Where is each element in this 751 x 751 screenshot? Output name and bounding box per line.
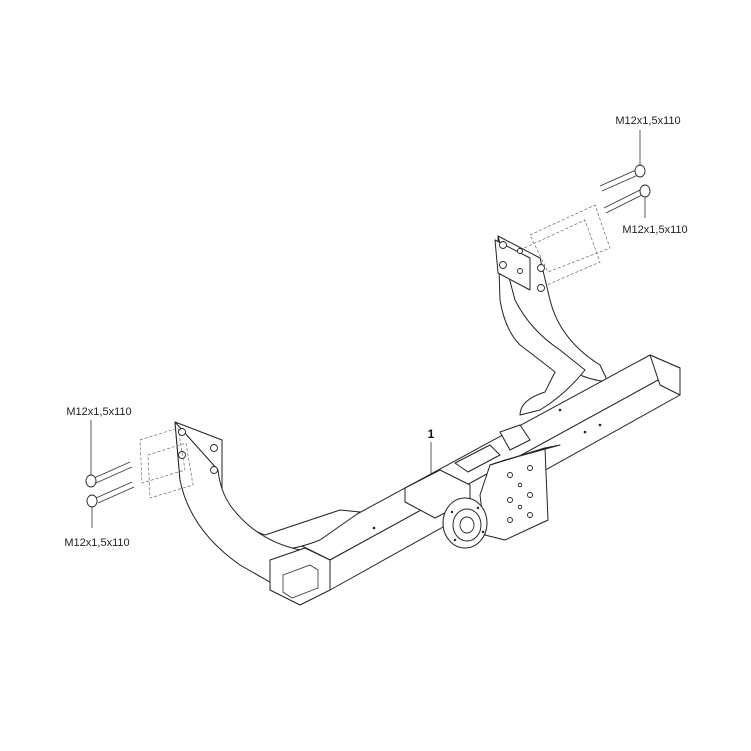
bolt-spec-top-upper: M12x1,5x110 <box>615 115 680 127</box>
left-mounting-plane <box>139 427 186 484</box>
left-bolt-assembly <box>85 420 194 528</box>
cross-bar-right-end <box>649 354 681 396</box>
hitch-plate <box>442 444 561 549</box>
bolt-left-lower <box>86 481 135 528</box>
coupling-flange <box>442 497 488 549</box>
bolt-spec-top-lower: M12x1,5x110 <box>622 224 687 236</box>
right-mounting-plane <box>529 204 611 273</box>
part-number-label: 1 <box>428 427 435 441</box>
bolt-spec-left-lower: M12x1,5x110 <box>64 537 129 549</box>
left-tube-opening <box>282 564 319 599</box>
bolt-left-upper <box>85 420 133 488</box>
right-bracket <box>494 235 609 416</box>
left-mounting-plane-rear <box>147 442 194 499</box>
bolt-top-lower <box>603 184 651 218</box>
left-bar-end <box>269 547 331 606</box>
bolt-top-upper <box>599 130 646 192</box>
right-bolt-assembly <box>519 130 651 289</box>
left-bracket <box>174 421 361 606</box>
bolt-spec-left-upper: M12x1,5x110 <box>66 406 131 418</box>
